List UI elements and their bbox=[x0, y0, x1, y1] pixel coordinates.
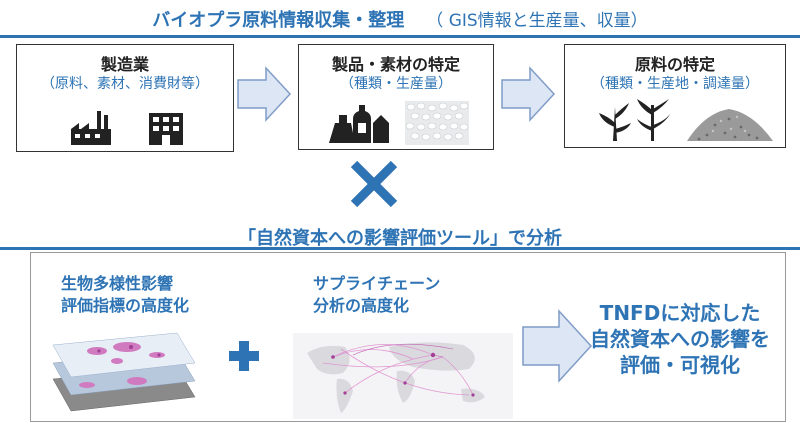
product-sub: （種類・生産量） bbox=[340, 76, 452, 92]
product-title: 製品・素材の特定 bbox=[331, 55, 460, 74]
manufacturing-box: 製造業 （原料、素材、消費財等） bbox=[16, 44, 234, 152]
arrow-right-icon-2 bbox=[501, 66, 556, 122]
supply-chain-label-line2: 分析の高度化 bbox=[313, 296, 410, 315]
manufacturing-sub: （原料、素材、消費財等） bbox=[41, 76, 209, 92]
raw-material-sub: （種類・生産地・調達量） bbox=[591, 76, 759, 92]
tnfd-result: TNFDに対応した 自然資本への影響を 評価・可視化 bbox=[575, 300, 785, 378]
plant-icons bbox=[599, 99, 671, 141]
divider-top bbox=[0, 35, 800, 38]
layered-map-image bbox=[52, 332, 196, 412]
wood-chip-pile-image bbox=[687, 109, 773, 141]
factory-icon bbox=[71, 111, 111, 145]
raw-material-box: 原料の特定 （種類・生産地・調達量） bbox=[564, 44, 786, 148]
supply-chain-label-line1: サプライチェーン bbox=[313, 274, 441, 293]
tnfd-result-line2: 自然資本への影響を bbox=[590, 327, 770, 351]
building-icon bbox=[149, 113, 183, 145]
tnfd-result-line1: TNFDに対応した bbox=[599, 301, 761, 325]
arrow-right-icon bbox=[237, 66, 292, 122]
analysis-title: 「自然資本への影響評価ツール」で分析 bbox=[238, 228, 562, 249]
raw-material-title: 原料の特定 bbox=[634, 55, 715, 74]
bottom-box: 生物多様性影響 評価指標の高度化 サプライチェーン 分析の高度化 bbox=[30, 252, 786, 422]
corn-icon bbox=[599, 103, 631, 141]
plus-icon bbox=[229, 341, 259, 371]
supply-chain-label: サプライチェーン 分析の高度化 bbox=[313, 273, 440, 317]
bottles-icon bbox=[329, 105, 389, 143]
product-box: 製品・素材の特定 （種類・生産量） bbox=[298, 44, 494, 150]
supply-chain-map-image bbox=[293, 333, 513, 419]
cross-icon bbox=[350, 160, 398, 208]
header-title-text: バイオプラ原料情報収集・整理 bbox=[152, 10, 405, 31]
biodiversity-label-line1: 生物多様性影響 bbox=[61, 274, 174, 293]
pellets-image bbox=[405, 101, 469, 145]
biodiversity-label-line2: 評価指標の高度化 bbox=[61, 296, 190, 315]
manufacturing-title: 製造業 bbox=[100, 55, 149, 74]
sugarcane-icon bbox=[637, 99, 671, 141]
arrow-result-icon bbox=[522, 309, 593, 383]
biodiversity-label: 生物多様性影響 評価指標の高度化 bbox=[61, 273, 189, 317]
factory-icons bbox=[71, 111, 183, 145]
header-note: （ GIS情報と生産量、収量） bbox=[426, 11, 648, 31]
tnfd-result-line3: 評価・可視化 bbox=[620, 353, 740, 377]
divider-middle bbox=[0, 247, 800, 250]
header-title: バイオプラ原料情報収集・整理 （ GIS情報と生産量、収量） bbox=[0, 6, 800, 32]
